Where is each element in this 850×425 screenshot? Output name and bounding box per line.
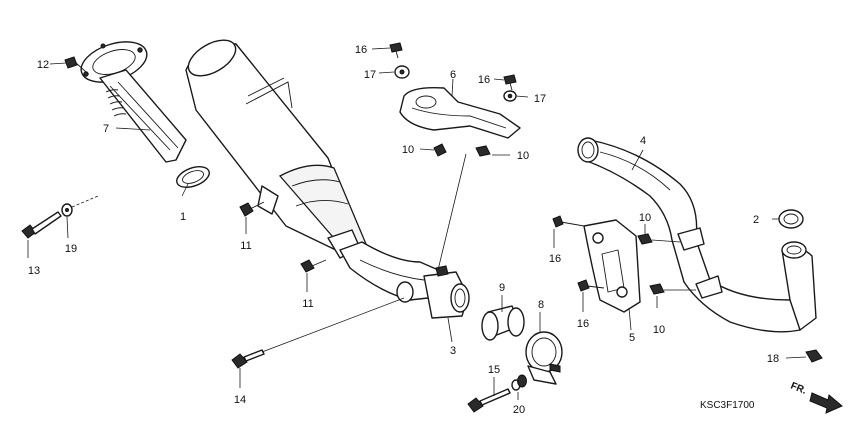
callout-19: 19 xyxy=(65,243,77,255)
callout-16-bracket-lower: 16 xyxy=(577,318,589,330)
callout-17-right: 17 xyxy=(534,93,546,105)
callout-4: 4 xyxy=(640,135,646,147)
callout-11-lower: 11 xyxy=(302,298,313,310)
callout-13: 13 xyxy=(28,265,40,277)
part-4-exhaust-pipe xyxy=(577,137,817,333)
callout-10-mid: 10 xyxy=(517,150,529,162)
callout-12: 12 xyxy=(37,59,49,71)
callout-16-right: 16 xyxy=(478,74,490,86)
callout-3: 3 xyxy=(450,345,456,357)
leader-lines xyxy=(27,47,807,400)
part-8-clamp xyxy=(525,331,563,385)
part-10-nut-bracket-upper xyxy=(637,233,653,245)
part-3-joint xyxy=(423,265,470,319)
part-19-washer xyxy=(61,195,99,217)
part-7-spark-arrester xyxy=(80,41,187,163)
part-12-bolt xyxy=(64,56,87,73)
part-5-bracket xyxy=(583,219,641,313)
part-10-nut-bracket-lower xyxy=(649,283,665,295)
drawing-code: KSC3F1700 xyxy=(700,400,755,411)
callout-10-bracket-upper: 10 xyxy=(639,212,651,224)
callout-16-bracket-upper: 16 xyxy=(549,253,561,265)
part-13-bolt xyxy=(21,211,62,239)
callout-16-top: 16 xyxy=(355,44,367,56)
part-11-bolt-lower xyxy=(300,259,327,273)
muffler xyxy=(185,39,367,259)
part-16-bolt-upper xyxy=(389,42,403,59)
callout-6: 6 xyxy=(450,69,456,81)
callout-17-top: 17 xyxy=(364,69,376,81)
part-2-gasket xyxy=(778,209,804,229)
part-17-grommet-upper xyxy=(394,65,410,79)
callout-7: 7 xyxy=(103,123,109,135)
part-16-bolt-bracket-lower xyxy=(577,279,605,292)
callout-2: 2 xyxy=(753,214,759,226)
part-11-bolt-upper xyxy=(239,201,265,217)
part-20-washer xyxy=(511,374,527,391)
front-marker-label: FR. xyxy=(789,381,808,397)
part-9-gasket xyxy=(481,305,525,341)
callout-15: 15 xyxy=(488,364,500,376)
part-16-bolt-right xyxy=(503,74,517,91)
part-1-gasket xyxy=(176,166,210,188)
callout-18: 18 xyxy=(767,353,779,365)
callout-labels: 1 2 3 4 5 6 7 8 9 10 10 10 10 11 11 12 1… xyxy=(28,44,779,416)
callout-5: 5 xyxy=(629,332,635,344)
front-direction-marker: FR. xyxy=(789,381,843,414)
front-arrow-icon xyxy=(809,392,843,414)
callout-8: 8 xyxy=(538,299,544,311)
part-17-grommet-right xyxy=(503,90,517,102)
callout-9: 9 xyxy=(499,282,505,294)
part-14-bolt xyxy=(231,349,265,369)
part-16-bolt-bracket-upper xyxy=(552,215,585,228)
callout-10-bracket-lower: 10 xyxy=(653,324,665,336)
part-6-heat-shield xyxy=(399,86,521,157)
callout-1: 1 xyxy=(180,211,186,223)
callout-20: 20 xyxy=(513,404,525,416)
part-15-bolt xyxy=(467,388,511,413)
callout-10-left: 10 xyxy=(402,144,414,156)
callout-11-upper: 11 xyxy=(240,240,251,252)
callout-14: 14 xyxy=(234,394,246,406)
part-18-nut xyxy=(805,349,823,363)
